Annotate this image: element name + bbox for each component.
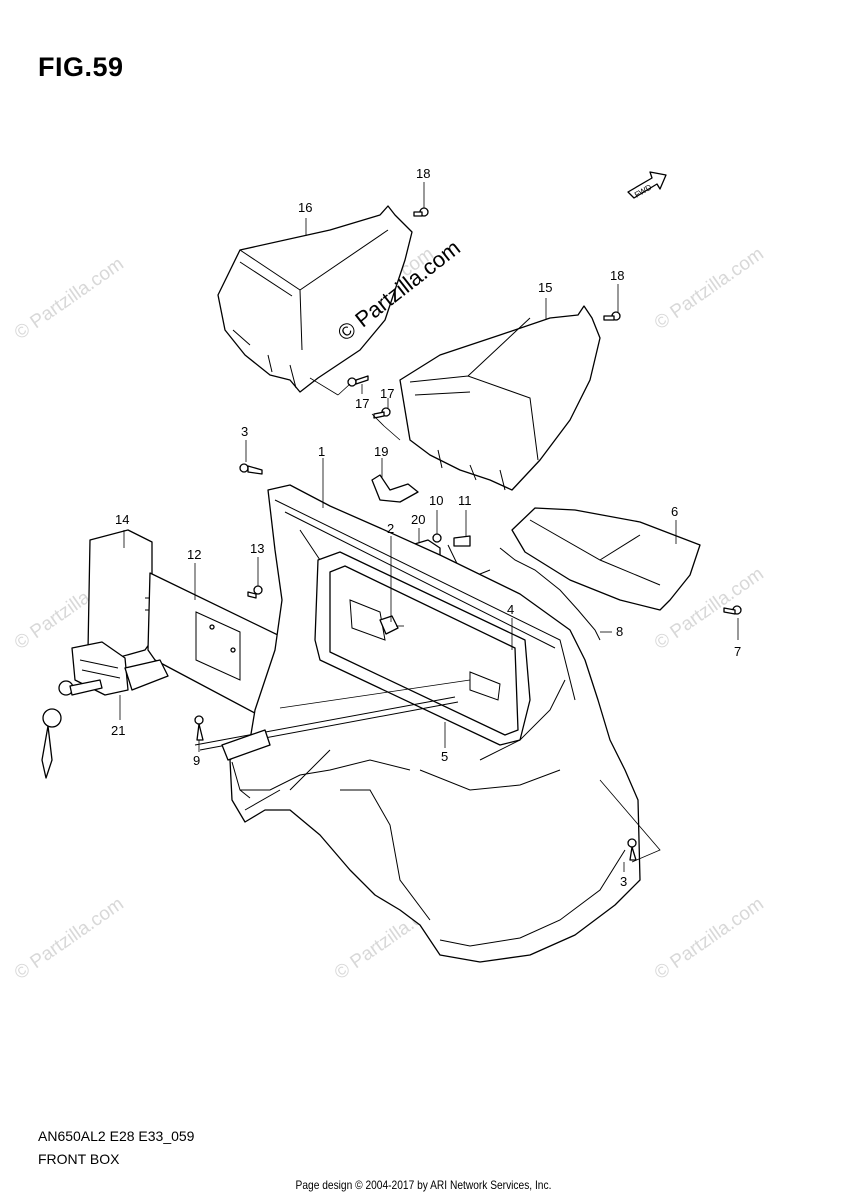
callout-label: 17 xyxy=(355,396,369,411)
callout-label: 20 xyxy=(411,512,425,527)
section-name: FRONT BOX xyxy=(38,1151,120,1167)
part-2-clip xyxy=(379,615,404,635)
callout-label: 15 xyxy=(538,280,552,295)
callout-label: 3 xyxy=(620,874,627,889)
watermark: © Partzilla.com xyxy=(651,893,768,984)
copyright-footer: Page design © 2004-2017 by ARI Network S… xyxy=(295,1178,552,1192)
callout-label: 3 xyxy=(241,424,248,439)
model-code: AN650AL2 E28 E33_059 xyxy=(38,1128,195,1144)
callout-label: 16 xyxy=(298,200,312,215)
callout-label: 17 xyxy=(380,386,394,401)
part-6-cover xyxy=(511,507,701,611)
callout-label: 1 xyxy=(318,444,325,459)
callout-label: 10 xyxy=(429,493,443,508)
callout-label: 9 xyxy=(193,753,200,768)
callout-label: 18 xyxy=(610,268,624,283)
part-4-frame xyxy=(314,551,531,746)
callout-label: 6 xyxy=(671,504,678,519)
callout-label: 7 xyxy=(734,644,741,659)
callout-label: 14 xyxy=(115,512,129,527)
part-9-hinge xyxy=(221,729,271,799)
part-15-right-duct xyxy=(399,305,601,491)
fwd-arrow-icon: FWD xyxy=(627,171,667,200)
callout-label: 19 xyxy=(374,444,388,459)
callout-label: 18 xyxy=(416,166,430,181)
watermark: © Partzilla.com xyxy=(11,253,128,344)
leader-lines xyxy=(119,182,739,872)
part-8-wire xyxy=(499,547,601,641)
callout-label: 12 xyxy=(187,547,201,562)
callout-label: 8 xyxy=(616,624,623,639)
part-16-left-duct xyxy=(217,205,413,393)
callout-label: 5 xyxy=(441,749,448,764)
fastener-screws xyxy=(194,207,742,861)
part-21-lock-and-keys xyxy=(41,641,169,779)
callout-numbers: 1 2 3 3 4 5 6 7 8 9 10 11 12 13 14 15 16… xyxy=(111,166,741,889)
callout-label: 2 xyxy=(387,521,394,536)
callout-label: 11 xyxy=(458,493,472,508)
callout-label: 21 xyxy=(111,723,125,738)
figure-title: FIG.59 xyxy=(38,52,124,82)
watermark: © Partzilla.com xyxy=(651,243,768,334)
watermark: © Partzilla.com xyxy=(11,893,128,984)
callout-label: 13 xyxy=(250,541,264,556)
part-14-lid xyxy=(87,529,153,663)
part-19-gasket xyxy=(371,474,419,503)
exploded-parts-diagram: © Partzilla.com © Partzilla.com © Partzi… xyxy=(11,166,768,984)
callout-label: 4 xyxy=(507,602,514,617)
